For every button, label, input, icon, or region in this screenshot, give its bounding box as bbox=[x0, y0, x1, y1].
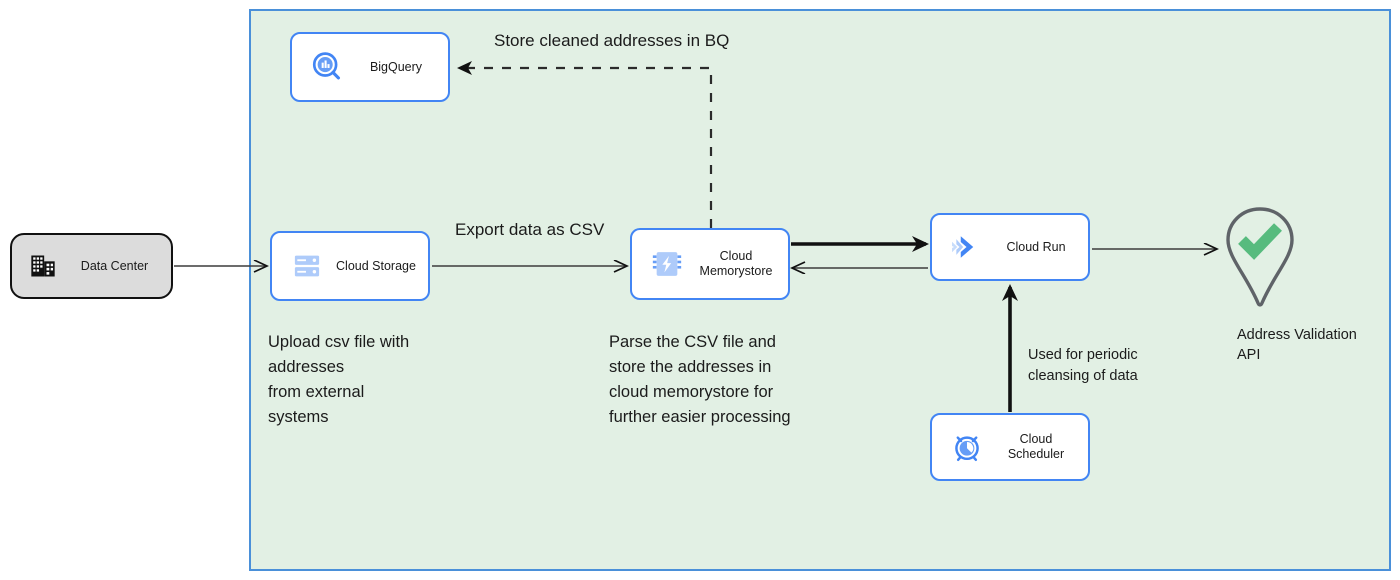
node-cloud-scheduler[interactable]: Cloud Scheduler bbox=[930, 413, 1090, 481]
cloud-scheduler-clock-icon bbox=[944, 431, 990, 463]
node-label: Data Center bbox=[80, 258, 149, 273]
office-building-icon bbox=[22, 252, 64, 280]
node-address-validation-api[interactable] bbox=[1222, 205, 1298, 309]
node-label: BigQuery bbox=[369, 59, 423, 74]
caption-upload-csv: Upload csv file with addresses from exte… bbox=[268, 333, 410, 427]
node-label: Cloud Scheduler bbox=[1007, 432, 1065, 461]
caption-parse-csv: Parse the CSV file and store the address… bbox=[609, 333, 791, 427]
node-label: Cloud Storage bbox=[336, 258, 416, 273]
node-data-center[interactable]: Data Center bbox=[10, 233, 173, 299]
memorystore-chip-icon bbox=[644, 248, 690, 280]
map-pin-check-icon bbox=[1226, 207, 1294, 307]
bigquery-icon bbox=[304, 50, 350, 84]
node-label: Cloud Memorystore bbox=[699, 249, 773, 278]
edge-label-export-csv: Export data as CSV bbox=[455, 220, 605, 239]
node-cloud-run[interactable]: Cloud Run bbox=[930, 213, 1090, 281]
address-validation-api-label: Address Validation API bbox=[1237, 327, 1357, 363]
node-bigquery[interactable]: BigQuery bbox=[290, 32, 450, 102]
edge-label-store-in-bq: Store cleaned addresses in BQ bbox=[494, 31, 730, 50]
node-cloud-storage[interactable]: Cloud Storage bbox=[270, 231, 430, 301]
cloud-boundary-panel bbox=[249, 9, 1391, 571]
caption-periodic-cleansing: Used for periodic cleansing of data bbox=[1028, 347, 1138, 385]
cloud-storage-icon bbox=[284, 251, 330, 281]
node-cloud-memorystore[interactable]: Cloud Memorystore bbox=[630, 228, 790, 300]
node-label: Cloud Run bbox=[1006, 239, 1066, 254]
cloud-run-icon bbox=[944, 232, 990, 262]
